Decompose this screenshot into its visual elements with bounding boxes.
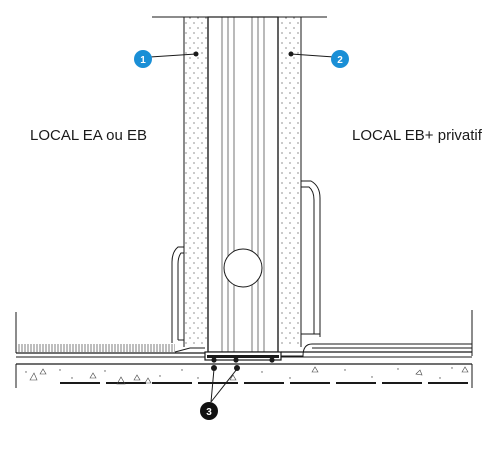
svg-text:3: 3 <box>206 407 212 418</box>
callout-3: 3 <box>200 402 218 420</box>
right-upstand <box>301 180 321 337</box>
callout-1: 1 <box>134 50 152 68</box>
concrete-slab <box>15 363 473 388</box>
leader-dot-3b <box>234 365 240 371</box>
left-upstand <box>171 246 184 343</box>
left-insulation-layer <box>183 17 209 352</box>
left-floor-finish <box>15 312 205 358</box>
leader-dot-1 <box>193 51 199 57</box>
right-room-label: LOCAL EB+ privatif <box>352 127 483 144</box>
base-rail <box>204 351 282 363</box>
leader-dot-3a <box>211 365 217 371</box>
right-floor-finish <box>281 310 473 358</box>
left-room-label: LOCAL EA ou EB <box>30 127 147 144</box>
pipe-circle <box>223 248 263 288</box>
leader-dot-2 <box>288 51 294 57</box>
callout-2: 2 <box>331 50 349 68</box>
svg-text:2: 2 <box>337 55 343 66</box>
central-shaft <box>207 16 279 353</box>
svg-text:1: 1 <box>140 55 146 66</box>
leader-lines <box>149 53 335 403</box>
right-insulation-layer <box>277 17 302 352</box>
